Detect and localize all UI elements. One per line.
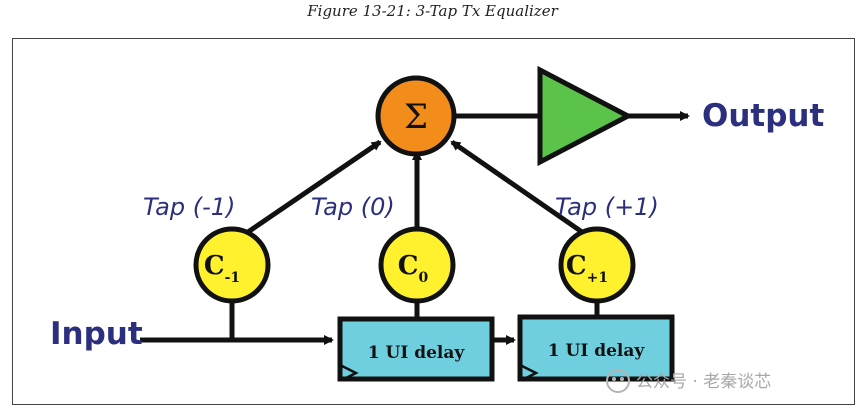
arrow-tap-plus1 bbox=[450, 139, 584, 235]
tap-label-plus1: Tap (+1) bbox=[555, 193, 659, 221]
coefficient-minus1: C-1 bbox=[193, 226, 271, 304]
output-label: Output bbox=[702, 98, 825, 134]
svg-text:C+1: C+1 bbox=[566, 251, 608, 286]
coef-plus1-main: C bbox=[566, 251, 587, 281]
summing-node bbox=[375, 75, 457, 157]
coefficient-0: C0 bbox=[378, 226, 456, 304]
delay-block-2: 1 UI delay bbox=[517, 314, 675, 382]
coef-0-sub: 0 bbox=[418, 270, 428, 286]
svg-text:C-1: C-1 bbox=[204, 251, 240, 286]
watermark: 公众号 · 老秦谈芯 bbox=[606, 369, 771, 393]
delay-block-1: 1 UI delay bbox=[337, 316, 495, 382]
arrow-tap-minus1 bbox=[246, 139, 382, 235]
coef-minus1-main: C bbox=[204, 251, 225, 281]
tap-label-minus1: Tap (-1) bbox=[143, 193, 235, 221]
input-label: Input bbox=[50, 316, 143, 352]
tap-label-0: Tap (0) bbox=[311, 193, 395, 221]
delay-1-label: 1 UI delay bbox=[368, 343, 466, 363]
coef-minus1-sub: -1 bbox=[225, 270, 241, 286]
watermark-logo-icon bbox=[606, 369, 630, 393]
coefficient-plus1: C+1 bbox=[558, 226, 636, 304]
output-amplifier-icon bbox=[537, 65, 634, 167]
coef-plus1-sub: +1 bbox=[587, 270, 608, 286]
watermark-text: 公众号 · 老秦谈芯 bbox=[636, 372, 771, 392]
figure-caption: Figure 13-21: 3-Tap Tx Equalizer bbox=[307, 2, 558, 20]
diagram-frame bbox=[12, 38, 855, 405]
sum-symbol: Σ bbox=[404, 97, 428, 137]
coef-0-main: C bbox=[398, 251, 419, 281]
svg-text:C0: C0 bbox=[398, 251, 429, 286]
delay-2-label: 1 UI delay bbox=[548, 341, 646, 361]
